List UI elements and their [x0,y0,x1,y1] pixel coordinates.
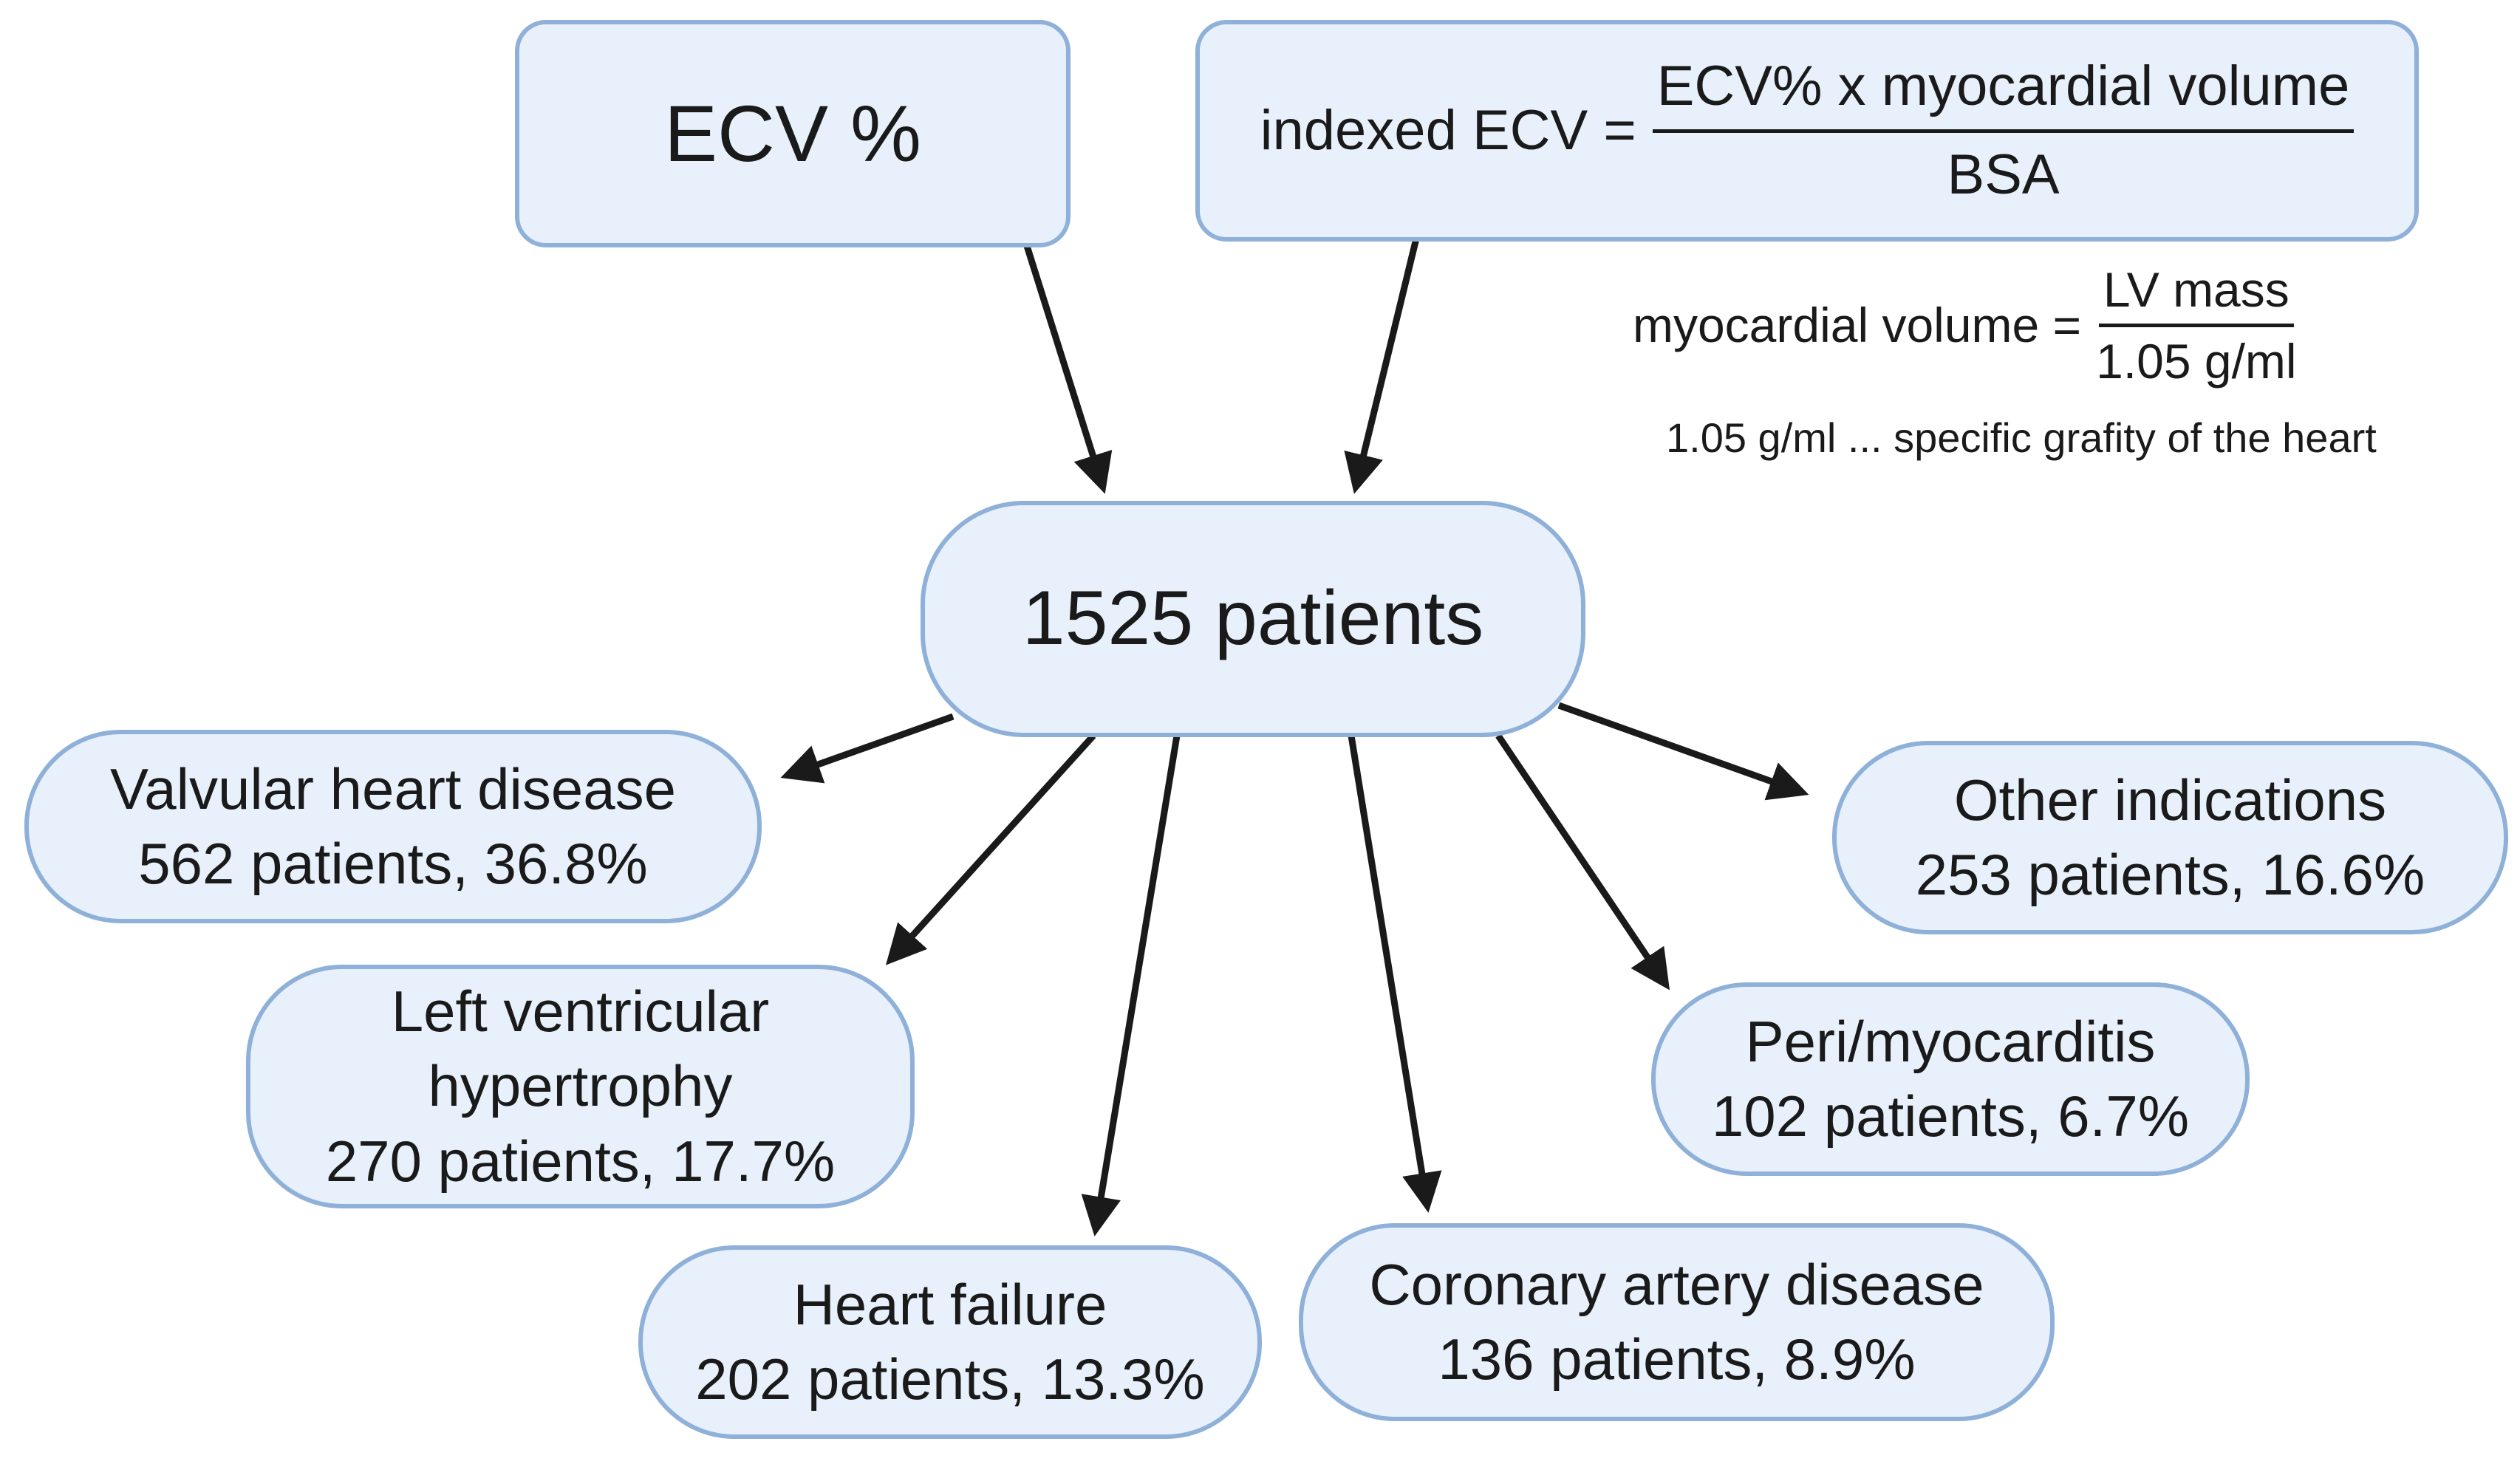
myocardial-volume-denominator: 1.05 g/ml [2096,333,2297,389]
indexed-ecv-numerator: ECV% x myocardial volume [1652,50,2355,133]
indexed-ecv-formula: indexed ECV = ECV% x myocardial volume B… [1260,50,2355,212]
category-heart-failure: Heart failure 202 patients, 13.3% [638,1245,1262,1439]
arrow-center-to-lvh [885,733,1096,965]
arrow-center-to-hf [1081,735,1181,1236]
arrow-center-to-other [1557,702,1809,801]
category-name: Coronary artery disease [1369,1251,1984,1317]
category-left-ventricular-hypertrophy: Left ventricular hypertrophy 270 patient… [246,965,915,1208]
indexed-ecv-lhs: indexed ECV = [1260,98,1636,162]
indexed-ecv-formula-box: indexed ECV = ECV% x myocardial volume B… [1195,20,2419,242]
myocardial-volume-numerator: LV mass [2098,261,2294,327]
category-count: 253 patients, 16.6% [1915,842,2425,907]
arrow-ecv-to-center [1023,244,1113,494]
category-count: 562 patients, 36.8% [138,831,648,896]
myocardial-volume-fraction: LV mass 1.05 g/ml [2096,261,2296,389]
category-other-indications: Other indications 253 patients, 16.6% [1832,741,2508,934]
myocardial-volume-formula: myocardial volume = LV mass 1.05 g/ml [1633,261,2372,389]
category-name-continued: hypertrophy [428,1053,733,1119]
specific-gravity-note: 1.05 g/ml ... specific grafity of the he… [1666,414,2377,461]
total-patients-label: 1525 patients [1022,575,1484,662]
category-name: Heart failure [793,1271,1107,1337]
category-count: 202 patients, 13.3% [695,1347,1205,1412]
category-name: Left ventricular [391,978,770,1044]
arrow-center-to-valvular [780,713,955,784]
category-name: Other indications [1953,767,2387,832]
indexed-ecv-denominator: BSA [1947,143,2060,206]
arrow-center-to-cad [1348,735,1442,1213]
indexed-ecv-fraction: ECV% x myocardial volume BSA [1652,50,2355,212]
category-count: 102 patients, 6.7% [1711,1084,2190,1149]
arrow-indexed-to-center [1344,237,1420,494]
category-name: Peri/myocarditis [1745,1008,2156,1074]
category-name: Valvular heart disease [110,756,676,821]
myocardial-volume-lhs: myocardial volume = [1633,298,2082,352]
category-valvular-heart-disease: Valvular heart disease 562 patients, 36.… [24,730,762,923]
category-peri-myocarditis: Peri/myocarditis 102 patients, 6.7% [1651,982,2250,1176]
total-patients-node: 1525 patients [921,501,1585,737]
ecv-percent-box: ECV % [515,20,1071,247]
category-count: 136 patients, 8.9% [1438,1327,1916,1392]
ecv-percent-label: ECV % [663,88,922,178]
arrow-center-to-peri [1495,733,1670,991]
category-coronary-artery-disease: Coronary artery disease 136 patients, 8.… [1299,1223,2055,1421]
category-count: 270 patients, 17.7% [325,1128,836,1194]
